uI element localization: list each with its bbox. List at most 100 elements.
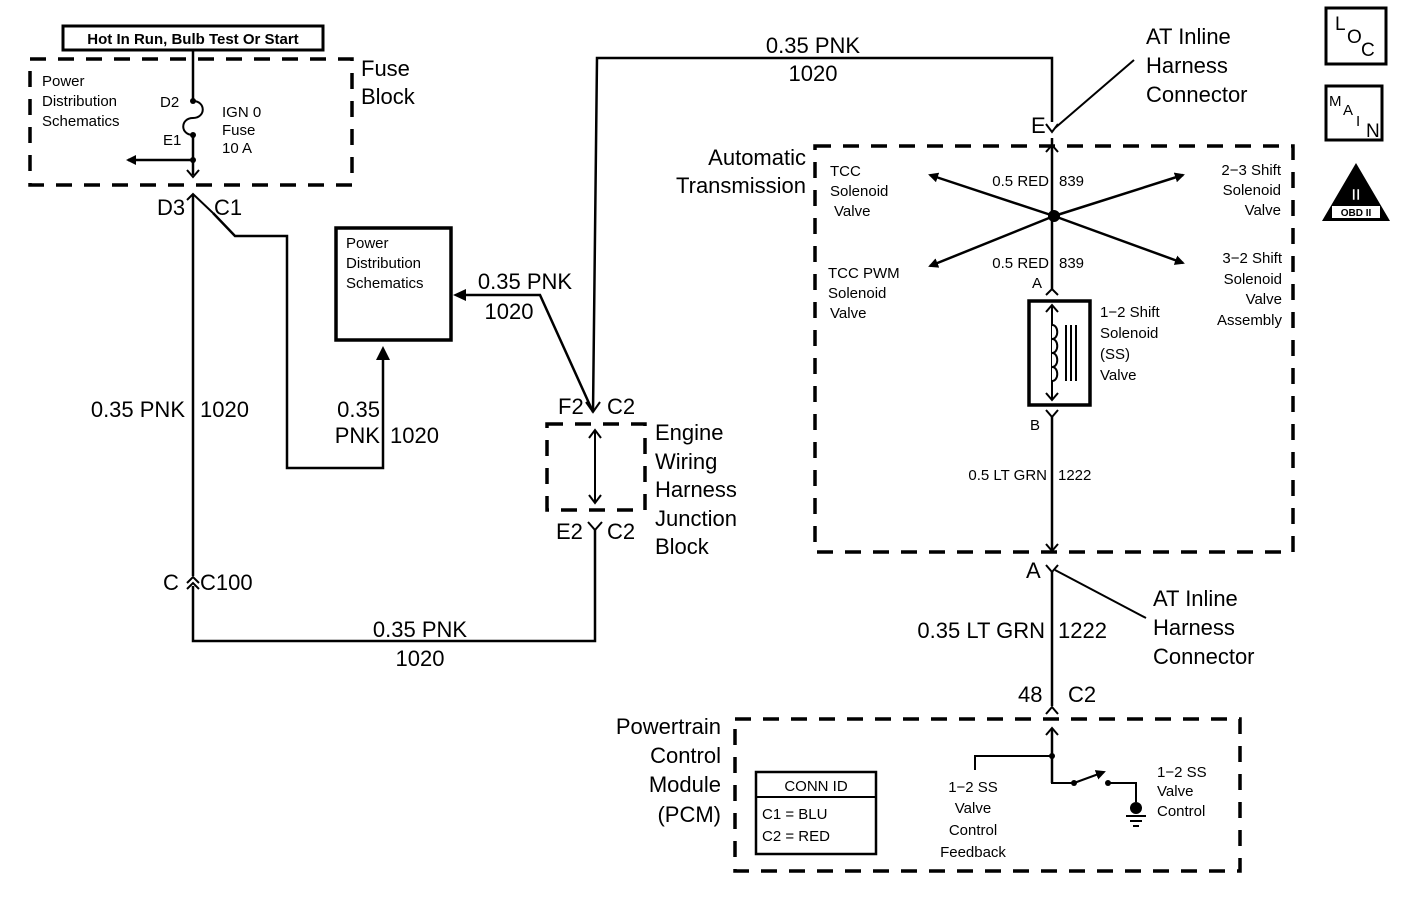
- wire-circuit-red-upper: 839: [1059, 173, 1084, 190]
- obd-numeral: II: [1352, 187, 1361, 204]
- main-letter-m: M: [1329, 93, 1342, 110]
- junction-pin-e2: E2: [556, 519, 583, 544]
- fuse-block-title: Fuse: [361, 56, 410, 81]
- tcc-pwm-label-1: TCC PWM: [828, 265, 900, 282]
- solenoid-pin-a: A: [1032, 275, 1042, 292]
- fuse-pds-label: Power: [42, 73, 85, 90]
- junction-label-1: Engine: [655, 420, 724, 445]
- wire-circuit-grn-inside: 1222: [1058, 467, 1091, 484]
- fuse-name-2: Fuse: [222, 122, 255, 139]
- fuse-name: IGN 0: [222, 104, 261, 121]
- shift-32-label-4: Assembly: [1217, 312, 1283, 329]
- junction-label-5: Block: [655, 534, 710, 559]
- engine-wiring-harness-junction-block: F2 C2 E2 C2 Engine Wiring Harness Juncti…: [545, 394, 737, 559]
- shift-32-label-2: Solenoid: [1224, 271, 1282, 288]
- wire-label-diag: 0.35 PNK: [478, 269, 572, 294]
- loc-icon[interactable]: L O C: [1324, 6, 1388, 66]
- wire-label-pds-color: PNK: [335, 423, 381, 448]
- junction-label-2: Wiring: [655, 449, 717, 474]
- feedback-label-3: Control: [949, 822, 997, 839]
- wire-circuit-red-lower: 839: [1059, 255, 1084, 272]
- pcm-pin-48: 48: [1018, 682, 1042, 707]
- shift-12-label-2: Solenoid: [1100, 325, 1158, 342]
- shift-32-label-3: Valve: [1246, 291, 1282, 308]
- fuse-icon: [182, 100, 204, 136]
- wire-label-grn-outside: 0.35 LT GRN: [917, 618, 1045, 643]
- wire-label-top: 0.35 PNK: [766, 33, 860, 58]
- connector-c100-icon: [186, 575, 200, 590]
- obd-label: OBD II: [1341, 208, 1372, 219]
- at-bottom-label-2: Harness: [1153, 615, 1235, 640]
- obd-ii-icon[interactable]: II OBD II: [1322, 163, 1390, 221]
- shift-23-label-2: Solenoid: [1223, 182, 1281, 199]
- wire-circuit-pds: 1020: [390, 423, 439, 448]
- tcc-label-3: Valve: [834, 203, 870, 220]
- shift-12-label-1: 1−2 Shift: [1100, 304, 1160, 321]
- c100-id: C100: [200, 570, 253, 595]
- tcc-label-1: TCC: [830, 163, 861, 180]
- fuse-rating: 10 A: [222, 140, 252, 157]
- at-inline-connector-bottom: A AT Inline Harness Connector: [1026, 558, 1255, 669]
- wire-circuit-bottom: 1020: [396, 646, 445, 671]
- connector-48-icon: [1045, 705, 1059, 715]
- connector-c1-id: C1: [214, 195, 242, 220]
- header-text: Hot In Run, Bulb Test Or Start: [87, 31, 298, 48]
- main-letter-n: N: [1366, 121, 1380, 142]
- pcm-label-3: Module: [649, 772, 721, 797]
- tcc-pwm-label-2: Solenoid: [828, 285, 886, 302]
- at-bottom-label-1: AT Inline: [1153, 586, 1238, 611]
- pds-box-line2: Distribution: [346, 255, 421, 272]
- feedback-label-2: Valve: [955, 800, 991, 817]
- connector-d3-pin: D3: [157, 195, 185, 220]
- at-top-label-2: Harness: [1146, 53, 1228, 78]
- at-top-label-1: AT Inline: [1146, 24, 1231, 49]
- c100-pin: C: [163, 570, 179, 595]
- wire-label-left: 0.35 PNK: [91, 397, 185, 422]
- at-inline-connector-top: E AT Inline Harness Connector: [1031, 24, 1248, 138]
- power-distribution-box[interactable]: Power Distribution Schematics: [334, 226, 453, 342]
- junction-pin-f2: F2: [558, 394, 584, 419]
- fuse-block-title-2: Block: [361, 84, 416, 109]
- shift-23-label-3: Valve: [1245, 202, 1281, 219]
- transmission-label-1: Automatic: [708, 145, 806, 170]
- wire-label-pds-gauge: 0.35: [337, 397, 380, 422]
- shift-32-label-1: 3−2 Shift: [1222, 250, 1282, 267]
- powertrain-control-module: 48 C2 Powertrain Control Module (PCM) CO…: [616, 682, 1242, 873]
- wire-circuit-left: 1020: [200, 397, 249, 422]
- shift-23-label-1: 2−3 Shift: [1221, 162, 1281, 179]
- pds-box-line1: Power: [346, 235, 389, 252]
- control-label-3: Control: [1157, 803, 1205, 820]
- at-bottom-pin-a: A: [1026, 558, 1041, 583]
- wire-label-red-upper: 0.5 RED: [992, 173, 1049, 190]
- fuse-pds-label-2: Distribution: [42, 93, 117, 110]
- ground-icon: [1126, 802, 1146, 827]
- main-icon[interactable]: M A I N: [1324, 84, 1384, 142]
- switch-icon: [1073, 770, 1106, 784]
- control-label-2: Valve: [1157, 783, 1193, 800]
- pds-box-line3: Schematics: [346, 275, 424, 292]
- control-label-1: 1−2 SS: [1157, 764, 1207, 781]
- wire-circuit-diag: 1020: [485, 299, 534, 324]
- loc-letter-o: O: [1347, 27, 1362, 48]
- coil-icon: [1051, 324, 1059, 382]
- fuse-pin-d2: D2: [160, 94, 179, 111]
- wire-circuit-top: 1020: [789, 61, 838, 86]
- tcc-label-2: Solenoid: [830, 183, 888, 200]
- junction-conn-c2-top: C2: [607, 394, 635, 419]
- junction-label-3: Harness: [655, 477, 737, 502]
- transmission-label-2: Transmission: [676, 173, 806, 198]
- feedback-label-1: 1−2 SS: [948, 779, 998, 796]
- shift-12-solenoid[interactable]: [1027, 299, 1092, 407]
- loc-letter-l: L: [1335, 14, 1346, 35]
- fuse-block: Fuse Block Power Distribution Schematics…: [28, 50, 416, 220]
- wire-circuit-grn-outside: 1222: [1058, 618, 1107, 643]
- wire-label-red-lower: 0.5 RED: [992, 255, 1049, 272]
- feedback-label-4: Feedback: [940, 844, 1006, 861]
- conn-id-row-c2: C2 = RED: [762, 828, 830, 845]
- connector-e2-icon: [587, 521, 603, 532]
- at-top-label-3: Connector: [1146, 82, 1248, 107]
- pcm-label-4: (PCM): [657, 802, 721, 827]
- conn-id-table: CONN ID C1 = BLU C2 = RED: [754, 770, 878, 856]
- pcm-conn-c2: C2: [1068, 682, 1096, 707]
- shift-12-label-3: (SS): [1100, 346, 1130, 363]
